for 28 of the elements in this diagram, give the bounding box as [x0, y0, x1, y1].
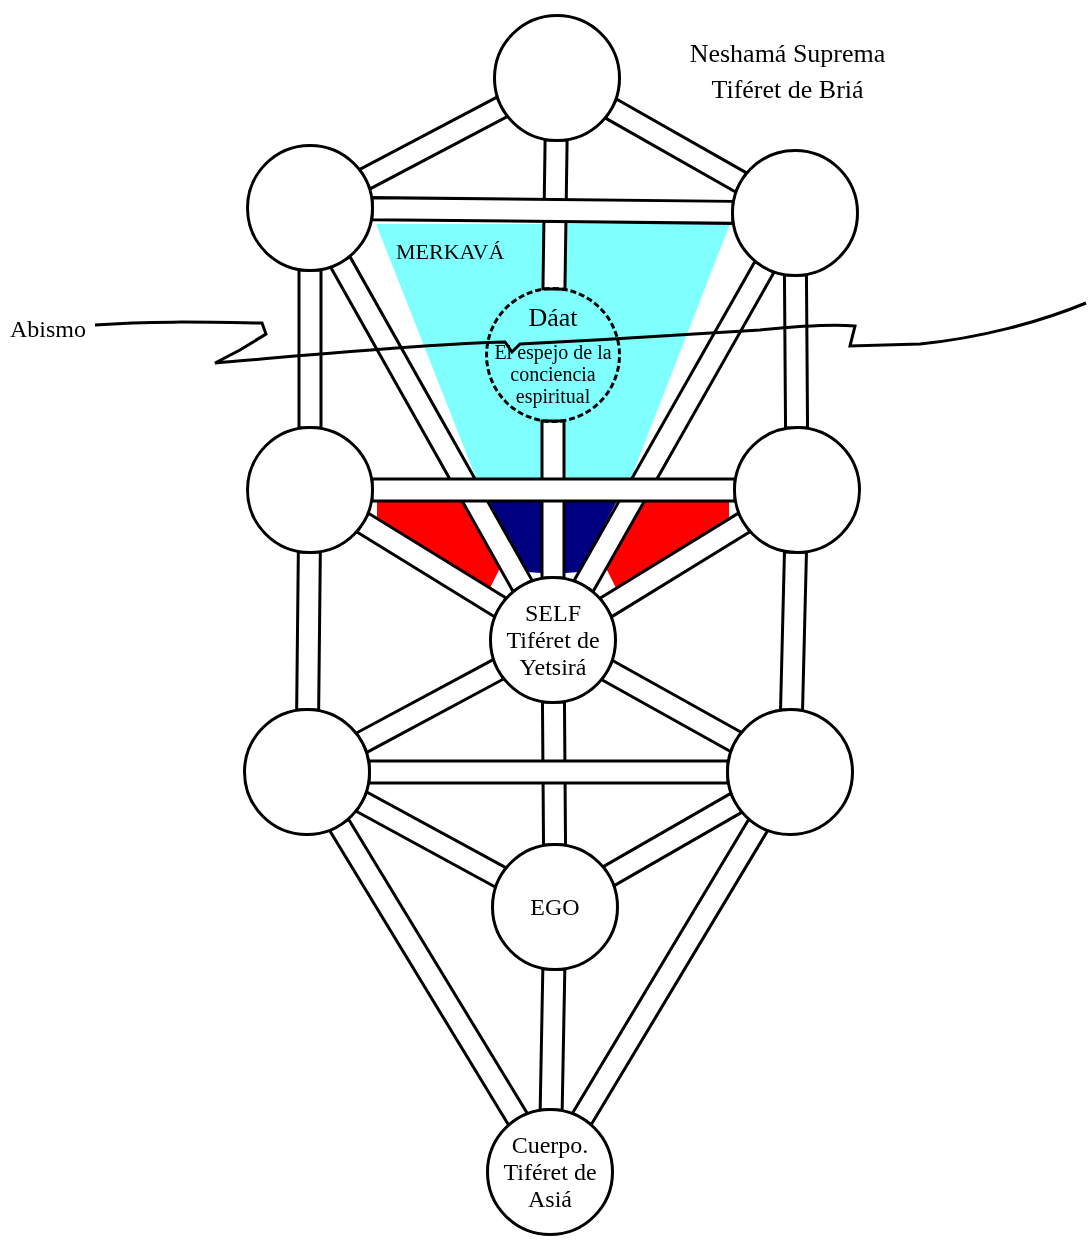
colored-triangle: [565, 501, 617, 573]
path-bar: [538, 967, 567, 1112]
region-label: MERKAVÁ: [396, 238, 505, 265]
path-bar: [779, 550, 808, 712]
node-title: Cuerpo. Tiféret de Asiá: [502, 1131, 598, 1213]
colored-triangle: [606, 501, 729, 588]
colored-triangle: [377, 501, 500, 588]
path-bar: [370, 477, 737, 503]
path-bar: [297, 268, 323, 430]
path-bar: [601, 791, 744, 888]
path-bar: [328, 254, 535, 594]
path-bar: [782, 273, 810, 430]
path-bar: [327, 817, 530, 1127]
path-bar: [598, 511, 752, 619]
path-bar: [295, 550, 322, 712]
path-bar: [570, 817, 770, 1127]
node-title: Dáat: [528, 303, 578, 331]
node-caption: Neshamá Suprema Tiféret de Briá: [688, 38, 887, 106]
path-bar: [354, 657, 506, 755]
path-bar: [370, 196, 735, 225]
path-bar: [357, 95, 510, 191]
node-title: EGO: [530, 893, 580, 921]
circle-node: [489, 576, 617, 704]
node-title: SELF Tiféret de Yetsirá: [505, 599, 601, 681]
path-bar: [367, 759, 730, 785]
path-bar: [354, 789, 508, 890]
colored-triangle: [489, 501, 541, 573]
abyss-label: Abismo: [10, 316, 86, 343]
